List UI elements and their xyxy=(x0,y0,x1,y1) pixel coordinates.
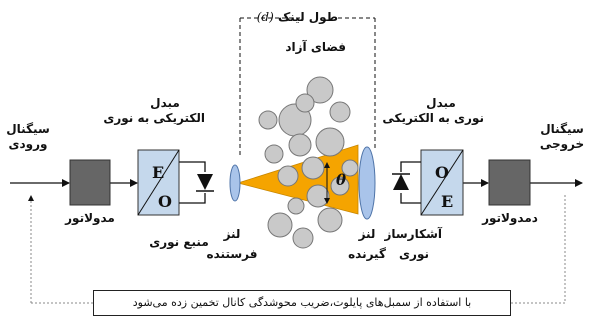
link-length-symbol: (d) xyxy=(256,10,274,24)
modulator-label: مدولاتور xyxy=(65,211,115,225)
oe-converter-label: مبدل نوری به الکتریکی xyxy=(382,96,484,126)
tx-lens-line2: فرستنده xyxy=(206,247,258,261)
light-source-label: منبع نوری xyxy=(149,235,209,249)
oe-converter-box: O E xyxy=(420,149,464,216)
pilot-symbol-caption: با استفاده از سمبل‌های پایلوت،ضریب محوشد… xyxy=(93,290,511,316)
output-signal-label: سیگنال خروجی xyxy=(534,122,590,152)
eo-converter-label: مبدل الکتریکی به نوری xyxy=(103,96,205,126)
output-signal-line2: خروجی xyxy=(539,137,585,151)
photodetector-line2: نوری xyxy=(399,247,429,261)
free-space-label: فضای آزاد xyxy=(285,40,346,54)
tx-lens-line1: لنز xyxy=(223,227,241,241)
link-length-label: طول لینک (d) xyxy=(257,10,338,25)
eo-converter-line2: الکتریکی به نوری xyxy=(103,111,205,125)
rx-lens-label: لنز گیرنده xyxy=(340,224,394,264)
modulator-block xyxy=(69,159,111,206)
eo-converter-box: E O xyxy=(137,149,180,216)
photodetector-diode xyxy=(392,161,421,204)
transmitter-lens xyxy=(229,164,241,202)
light-source-led xyxy=(179,161,214,204)
photodetector-label: آشکارساز نوری xyxy=(384,224,442,264)
link-length-bracket xyxy=(239,17,376,155)
oe-box-top-letter: O xyxy=(435,163,449,182)
oe-converter-line1: مبدل xyxy=(426,96,456,110)
tx-lens-label: لنز فرستنده xyxy=(205,224,259,264)
eo-box-bottom-letter: O xyxy=(158,192,172,211)
photodetector-line1: آشکارساز xyxy=(384,227,442,241)
input-signal-label: سیگنال ورودی xyxy=(2,122,54,152)
theta-symbol: θ xyxy=(335,171,346,189)
output-signal-line1: سیگنال xyxy=(540,122,584,136)
oe-box-bottom-letter: E xyxy=(441,192,453,211)
free-space-particles xyxy=(258,76,359,249)
eo-box-top-letter: E xyxy=(152,163,164,182)
input-signal-line2: ورودی xyxy=(8,137,48,151)
demodulator-block xyxy=(488,159,531,206)
oe-converter-line2: نوری به الکتریکی xyxy=(382,111,484,125)
feedback-path xyxy=(28,195,566,304)
link-length-text: طول لینک xyxy=(277,10,338,24)
receiver-lens xyxy=(358,146,376,220)
eo-converter-line1: مبدل xyxy=(150,96,180,110)
demodulator-label: دمدولاتور xyxy=(482,211,538,225)
rx-lens-line2: گیرنده xyxy=(348,247,386,261)
input-signal-line1: سیگنال xyxy=(6,122,50,136)
rx-lens-line1: لنز xyxy=(358,227,376,241)
